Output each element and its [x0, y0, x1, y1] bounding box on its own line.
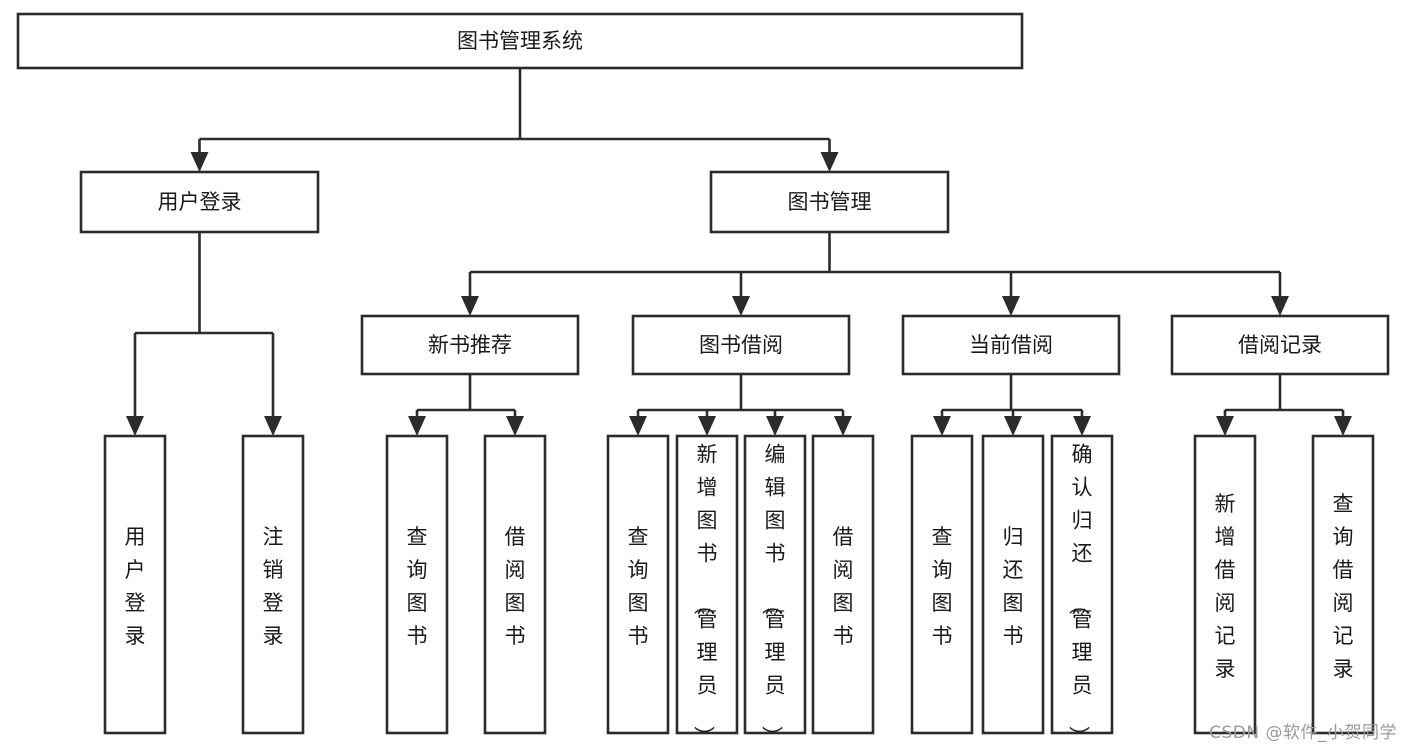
node-label: 新增图书（管理员）: [692, 443, 718, 747]
arrow-head-icon: [933, 416, 951, 436]
node-level2-0[interactable]: 用户登录: [79, 170, 320, 234]
node-leaf-7[interactable]: 借阅图书: [811, 434, 875, 735]
arrow-head-icon: [190, 152, 209, 172]
arrow-head-icon: [1004, 416, 1022, 436]
arrow-head-icon: [264, 416, 282, 436]
node-leaf-6[interactable]: 编辑图书（管理员）: [743, 434, 807, 747]
node-label: 图书借阅: [699, 333, 783, 357]
node-leaf-0[interactable]: 用户登录: [103, 434, 167, 735]
node-label: 图书管理: [788, 190, 872, 214]
arrow-head-icon: [461, 296, 479, 316]
node-label: 查询图书: [932, 525, 953, 648]
node-label: 借阅图书: [505, 525, 526, 648]
node-level3-1[interactable]: 图书借阅: [631, 314, 851, 376]
node-level2-1[interactable]: 图书管理: [709, 170, 950, 234]
node-level3-0[interactable]: 新书推荐: [360, 314, 580, 376]
arrow-head-icon: [126, 416, 144, 436]
arrow-head-icon: [834, 416, 852, 436]
node-label: 编辑图书（管理员）: [760, 443, 786, 747]
arrow-head-icon: [820, 152, 839, 172]
node-level3-2[interactable]: 当前借阅: [901, 314, 1121, 376]
node-leaf-10[interactable]: 确认归还（管理员）: [1050, 434, 1114, 747]
node-leaf-1[interactable]: 注销登录: [241, 434, 305, 735]
node-label: 用户登录: [158, 190, 242, 214]
arrow-head-icon: [1271, 296, 1289, 316]
arrow-head-icon: [1216, 416, 1234, 436]
node-label: 注销登录: [263, 525, 284, 648]
node-leaf-4[interactable]: 查询图书: [606, 434, 670, 735]
node-label: 当前借阅: [969, 333, 1053, 357]
node-label: 借阅记录: [1238, 333, 1322, 357]
arrow-head-icon: [732, 296, 750, 316]
node-leaf-8[interactable]: 查询图书: [910, 434, 974, 735]
connectors-layer: [126, 68, 1352, 436]
node-leaf-11[interactable]: 新增借阅记录: [1193, 434, 1257, 735]
arrow-head-icon: [1334, 416, 1352, 436]
node-label: 归还图书: [1003, 525, 1024, 648]
node-leaf-3[interactable]: 借阅图书: [483, 434, 547, 735]
node-label: 图书管理系统: [457, 29, 583, 53]
node-leaf-9[interactable]: 归还图书: [981, 434, 1045, 735]
node-label: 查询图书: [628, 525, 649, 648]
node-label: 新书推荐: [428, 333, 512, 357]
nodes-layer: 图书管理系统用户登录图书管理新书推荐图书借阅当前借阅借阅记录用户登录注销登录查询…: [16, 12, 1390, 747]
arrow-head-icon: [1002, 296, 1020, 316]
arrow-head-icon: [766, 416, 784, 436]
node-label: 借阅图书: [833, 525, 854, 648]
node-level3-3[interactable]: 借阅记录: [1170, 314, 1390, 376]
node-label: 新增借阅记录: [1215, 492, 1236, 681]
node-label: 查询图书: [407, 525, 428, 648]
node-label: 用户登录: [125, 525, 146, 648]
node-root[interactable]: 图书管理系统: [16, 12, 1024, 70]
node-label: 查询借阅记录: [1333, 492, 1354, 681]
node-leaf-5[interactable]: 新增图书（管理员）: [675, 434, 739, 747]
arrow-head-icon: [698, 416, 716, 436]
arrow-head-icon: [1073, 416, 1091, 436]
node-leaf-2[interactable]: 查询图书: [385, 434, 449, 735]
arrow-head-icon: [408, 416, 426, 436]
arrow-head-icon: [506, 416, 524, 436]
node-label: 确认归还（管理员）: [1067, 443, 1093, 747]
node-leaf-12[interactable]: 查询借阅记录: [1311, 434, 1375, 735]
arrow-head-icon: [629, 416, 647, 436]
